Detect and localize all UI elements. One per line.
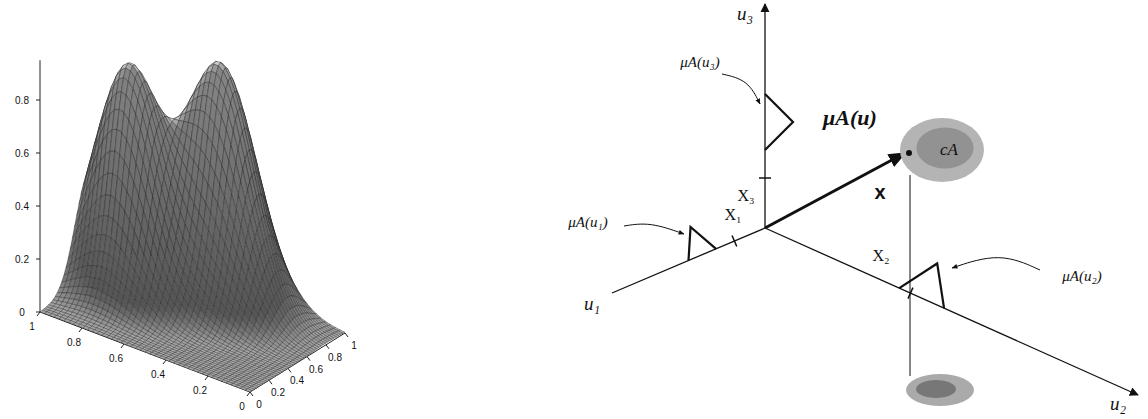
tick-label: 0.6 [15, 148, 29, 159]
center-label: cA [940, 141, 958, 160]
z-axis [36, 60, 40, 312]
tick-mark [345, 333, 348, 337]
center-dot [906, 150, 912, 156]
leader-arrow [952, 258, 1040, 270]
tick-mark [121, 344, 124, 348]
membership-triangle [899, 263, 944, 308]
tick-mark [247, 392, 250, 396]
tick-mark [36, 206, 40, 207]
tick-label: 0.2 [15, 254, 29, 265]
tick-mark [326, 345, 329, 349]
ellipse-outline [900, 118, 984, 182]
tick-mark [759, 177, 771, 179]
vector-arrow [765, 153, 905, 228]
axes-diagram [612, 4, 1138, 406]
tick-mark [36, 259, 40, 260]
membership-label: μA(u₁) [568, 214, 607, 231]
tick-mark [37, 312, 40, 316]
inner-ellipse [916, 128, 973, 169]
projection-core [916, 380, 956, 398]
tick-mark [908, 288, 913, 299]
projection-line [910, 175, 911, 376]
axis-arrow [764, 4, 765, 228]
axis-line [612, 228, 765, 293]
surface-mesh [40, 61, 345, 392]
point-label: X₂ [872, 247, 889, 265]
membership-triangle [689, 227, 717, 260]
tick-mark [250, 392, 253, 396]
point-label: X₁ [724, 206, 741, 224]
membership-label: μA(u) [823, 106, 877, 130]
vector-label: x [874, 181, 885, 203]
membership-label: μA(u₂) [1062, 268, 1101, 285]
membership-label: μA(u₃) [680, 54, 719, 71]
tick-mark [79, 328, 82, 332]
projection-ellipse [906, 374, 974, 406]
leader-arrow [624, 224, 684, 234]
cluster-ellipse: cA [900, 118, 984, 182]
tick-label: 0.8 [15, 95, 29, 106]
leader-arrow [722, 74, 760, 104]
point-label: X₃ [737, 187, 754, 205]
tick-mark [163, 360, 166, 364]
axis-label: u₂ [1110, 394, 1126, 415]
axis-line [40, 312, 345, 392]
tick-mark [288, 368, 291, 372]
tick-mark [36, 153, 40, 154]
axis-label: u₁ [584, 294, 600, 315]
tick-mark [732, 235, 737, 246]
tick-mark [307, 357, 310, 361]
mesh-cell [245, 389, 252, 392]
axis-line [40, 60, 41, 312]
tick-mark [269, 380, 272, 384]
axis-arrow [765, 228, 1138, 395]
tick-mark [36, 100, 40, 101]
tick-mark [205, 376, 208, 380]
axis-label: u₃ [737, 4, 753, 25]
membership-triangle [765, 94, 793, 150]
outer-ellipse [900, 118, 984, 182]
tick-label: 0.4 [15, 201, 29, 212]
